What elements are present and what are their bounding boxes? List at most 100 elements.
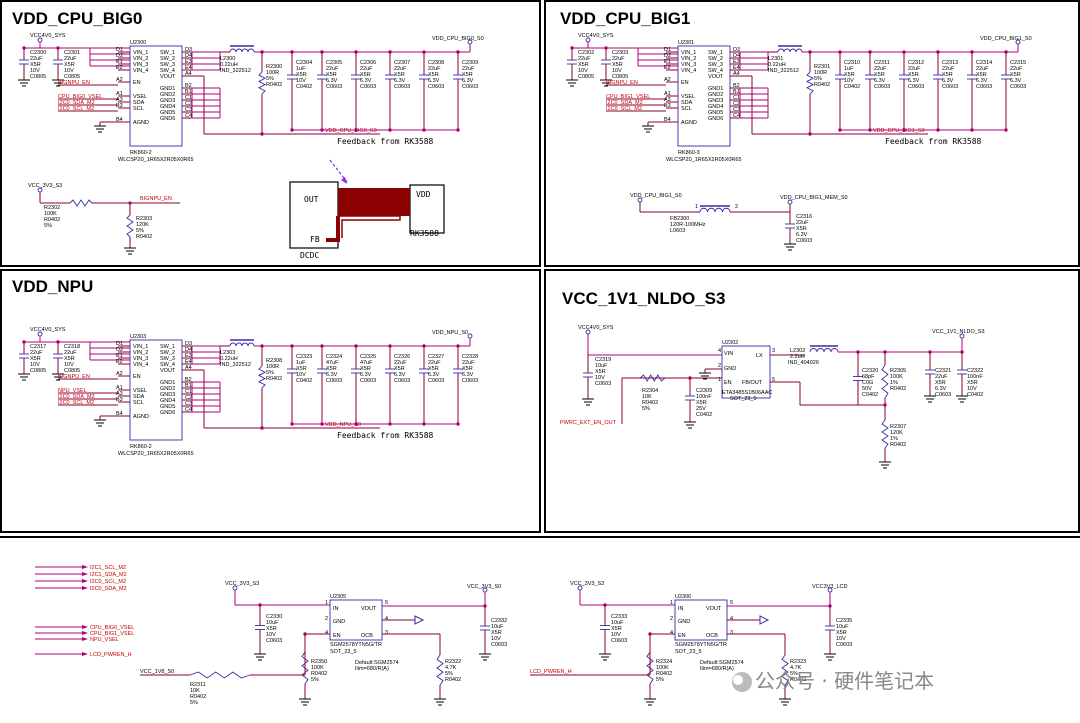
- pin-number: 5: [730, 600, 733, 606]
- pin-number: 1: [670, 600, 673, 606]
- cap-ref: C2324: [326, 354, 342, 360]
- cap-package: C0402: [296, 84, 312, 90]
- i2c-net: I2C0_SCL_M2: [90, 579, 126, 585]
- resistor-ref: R2300: [266, 64, 282, 70]
- diag-dcdc-label: DCDC: [300, 251, 319, 260]
- cap-package: C0805: [64, 74, 80, 80]
- pin-number: A3: [116, 391, 123, 397]
- pin-ocb: OCB: [361, 633, 373, 639]
- ic-part: SGM2578YTN5G/TR: [330, 642, 382, 648]
- pin-name: GND3: [708, 98, 723, 104]
- output-net: VDD_CPU_BIG0_S0: [432, 36, 484, 42]
- note: Ilim=680/R(A): [700, 666, 734, 672]
- pin-name: VIN_1: [681, 50, 696, 56]
- cap-dielectric: X5R: [296, 72, 307, 78]
- control-net: I2C0_SCL_M2: [606, 106, 642, 112]
- cap-val: 100nF: [967, 374, 983, 380]
- cap-voltage: 10V: [64, 68, 74, 74]
- pin-en: EN: [678, 633, 686, 639]
- pin-number: 2: [325, 616, 328, 622]
- cap-ref: C2332: [491, 618, 507, 624]
- cap-val: 47uF: [360, 360, 373, 366]
- r-ocb-ref: R2323: [790, 659, 806, 665]
- cap-val: 10uF: [611, 620, 624, 626]
- cap-dielectric: X5R: [462, 72, 473, 78]
- cap-package: C0805: [64, 368, 80, 374]
- r2303-ref: R2303: [136, 216, 152, 222]
- cap-ref: C2317: [30, 344, 46, 350]
- cap-ref: C2319: [595, 357, 611, 363]
- pin-name: VIN_4: [133, 362, 148, 368]
- ic-package: SOT_23_5: [675, 649, 702, 655]
- title-npu: VDD_NPU: [12, 277, 93, 296]
- cap-val: 68pF: [862, 374, 875, 380]
- cap-val: 22uF: [326, 66, 339, 72]
- pin-name: VIN_2: [133, 56, 148, 62]
- feedback-note: Feedback from RK3588: [337, 137, 434, 146]
- pin-number: A3: [116, 97, 123, 103]
- cap-voltage: 6.3V: [796, 232, 808, 238]
- cap-package: C0402: [862, 392, 878, 398]
- cap-dielectric: X5R: [595, 369, 606, 375]
- cap-dielectric: X5R: [326, 366, 337, 372]
- cap-package: C0603: [462, 84, 478, 90]
- pin-name: EN: [133, 374, 141, 380]
- pin-number: 4: [718, 348, 721, 354]
- inductor-val: 0.22uH: [220, 356, 238, 362]
- r-set-val: 100K: [656, 665, 669, 671]
- pin-name: GND4: [708, 104, 723, 110]
- pin-name: SCL: [133, 106, 144, 112]
- r-set-ref: R2324: [656, 659, 672, 665]
- pin-number: E3: [733, 59, 740, 65]
- r2302-ref: R2302: [44, 205, 60, 211]
- pin-number: D4: [185, 53, 192, 59]
- cap-ref: C2333: [611, 614, 627, 620]
- cap-val: 10uF: [595, 363, 608, 369]
- cap-package: C0603: [908, 84, 924, 90]
- pin-number: C2: [185, 395, 192, 401]
- title-big1: VDD_CPU_BIG1: [560, 9, 690, 28]
- cap-val: 22uF: [64, 350, 77, 356]
- cap-voltage: 10V: [578, 68, 588, 74]
- vsel-net: CPU_BIG1_VSEL: [90, 631, 134, 637]
- pin-number: C1: [733, 95, 740, 101]
- control-net: CPU_BIG0_VSEL: [58, 94, 102, 100]
- vsel-net: NPU_VSEL: [90, 637, 119, 643]
- load-switch-circuits: I2C1_SCL_M2I2C1_SDA_M2I2C0_SCL_M2I2C0_SD…: [35, 565, 852, 706]
- r-set-ref: R2350: [311, 659, 327, 665]
- pin-gnd: GND: [724, 366, 736, 372]
- frame-nldo: [544, 269, 1080, 533]
- pin-name: GND5: [160, 404, 175, 410]
- output-net: VCC3V3_LCD: [812, 584, 847, 590]
- pin-number: A2: [116, 371, 123, 377]
- cap-ref: C2320: [862, 368, 878, 374]
- pin-en: EN: [724, 380, 732, 386]
- ic-package: SOT_23_5: [730, 396, 757, 402]
- pin-name: SW_4: [160, 68, 175, 74]
- inductor-ref: L2300: [220, 56, 235, 62]
- cap-ref: C2318: [64, 344, 80, 350]
- pin-name: VOUT: [160, 368, 176, 374]
- vsel-net: CPU_BIG0_VSEL: [90, 625, 134, 631]
- cap-voltage: 6.3V: [394, 78, 406, 84]
- output-net: VDD_CPU_BIG1_S0: [980, 36, 1032, 42]
- pin-number: C2: [185, 101, 192, 107]
- cap-val: 22uF: [428, 66, 441, 72]
- pin-number: E1: [664, 59, 671, 65]
- cap-ref: C2308: [428, 60, 444, 66]
- pin-number: A4: [733, 71, 740, 77]
- ic-package: WLCSP20_1R65X2R05X0R65: [118, 451, 194, 457]
- r-ocb-pkg: R0402: [790, 677, 806, 683]
- cap-ref: C2326: [394, 354, 410, 360]
- pin-vout: VOUT: [361, 606, 377, 612]
- r2302-val: 100K: [44, 211, 57, 217]
- cap-val: 10uF: [836, 624, 849, 630]
- cap-dielectric: X5R: [296, 366, 307, 372]
- frame-big1: [544, 0, 1080, 267]
- pin-number: C4: [185, 407, 192, 413]
- ferrite-ref: FB2300: [670, 216, 689, 222]
- power-label: VCC_3V3_S3: [570, 581, 604, 587]
- cap-dielectric: X5R: [612, 62, 623, 68]
- pin-number: 3: [730, 630, 733, 636]
- cap-voltage: 6.3V: [462, 78, 474, 84]
